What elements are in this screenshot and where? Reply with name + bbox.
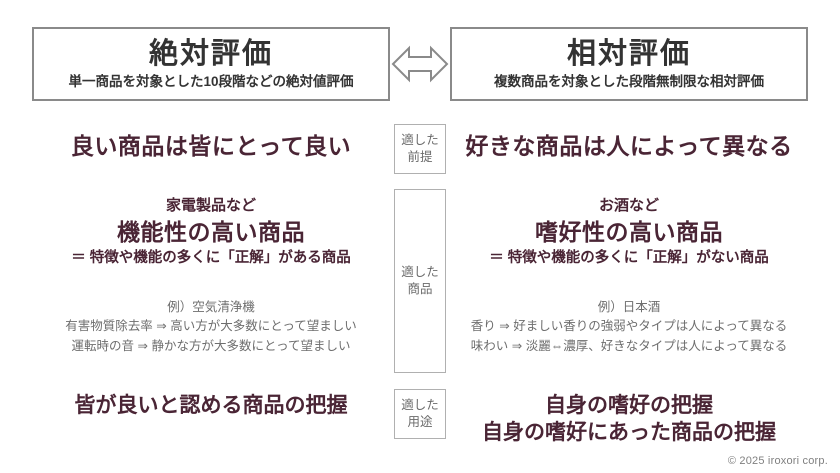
product-block-left: 家電製品など 機能性の高い商品 ＝ 特徴や機能の多くに「正解」がある商品 (32, 196, 390, 296)
product-block-right: お酒など 嗜好性の高い商品 ＝ 特徴や機能の多くに「正解」がない商品 (450, 196, 808, 296)
example-item-left-2: 運転時の音 ⇒ 静かな方が大多数にとって望ましい (71, 338, 351, 353)
middle-label-product-line2: 商品 (407, 282, 433, 296)
header-subtitle-left: 単一商品を対象とした10段階などの絶対値評価 (68, 73, 354, 89)
middle-label-premise: 適した 前提 (394, 124, 446, 174)
middle-label-product-line1: 適した (401, 265, 439, 280)
header-title-right: 相対評価 (566, 37, 691, 70)
header-box-absolute-evaluation: 絶対評価 単一商品を対象とした10段階などの絶対値評価 (32, 27, 390, 101)
usage-text-right-1: 自身の嗜好の把握 (545, 394, 713, 417)
premise-text-left: 良い商品は皆にとって良い (70, 133, 352, 159)
example-block-right: 例）日本酒 香り ⇒ 好ましい香りの強弱やタイプは人によって異なる 味わい ⇒ … (450, 298, 808, 366)
copyright-notice: © 2025 iroxori corp. (727, 455, 828, 467)
double-headed-arrow-icon (391, 40, 449, 88)
example-block-left: 例）空気清浄機 有害物質除去率 ⇒ 高い方が大多数にとって望ましい 運転時の音 … (32, 298, 390, 366)
header-box-relative-evaluation: 相対評価 複数商品を対象とした段階無制限な相対評価 (450, 27, 808, 101)
example-item-right-2: 味わい ⇒ 淡麗⇔濃厚、好きなタイプは人によって異なる (470, 338, 788, 353)
usage-block-left: 皆が良いと認める商品の把握 (32, 392, 390, 452)
product-headline-right: 嗜好性の高い商品 (535, 218, 723, 245)
premise-text-right: 好きな商品は人によって異なる (465, 133, 793, 159)
header-title-left: 絶対評価 (148, 37, 273, 70)
usage-text-left-1: 皆が良いと認める商品の把握 (74, 394, 348, 417)
example-item-right-1: 香り ⇒ 好ましい香りの強弱やタイプは人によって異なる (470, 319, 788, 334)
example-title-right: 例）日本酒 (597, 300, 661, 314)
product-definition-right: ＝ 特徴や機能の多くに「正解」がない商品 (489, 250, 769, 267)
usage-text-right-2: 自身の嗜好にあった商品の把握 (482, 421, 776, 445)
middle-label-usage-line1: 適した (401, 398, 439, 413)
example-item-left-1: 有害物質除去率 ⇒ 高い方が大多数にとって望ましい (65, 319, 357, 334)
premise-statement-left: 良い商品は皆にとって良い (32, 132, 390, 176)
premise-statement-right: 好きな商品は人によって異なる (450, 132, 808, 176)
middle-label-premise-line1: 適した (401, 133, 439, 148)
middle-label-premise-line2: 前提 (407, 150, 433, 164)
middle-label-product: 適した 商品 (394, 189, 446, 373)
middle-label-usage-line2: 用途 (407, 415, 433, 429)
usage-block-right: 自身の嗜好の把握 自身の嗜好にあった商品の把握 (450, 392, 808, 452)
product-lead-left: 家電製品など (165, 197, 256, 214)
header-subtitle-right: 複数商品を対象とした段階無制限な相対評価 (494, 73, 764, 89)
product-headline-left: 機能性の高い商品 (117, 218, 305, 245)
product-definition-left: ＝ 特徴や機能の多くに「正解」がある商品 (71, 250, 351, 267)
example-title-left: 例）空気清浄機 (167, 300, 255, 314)
middle-label-usage: 適した 用途 (394, 389, 446, 439)
product-lead-right: お酒など (598, 197, 659, 214)
